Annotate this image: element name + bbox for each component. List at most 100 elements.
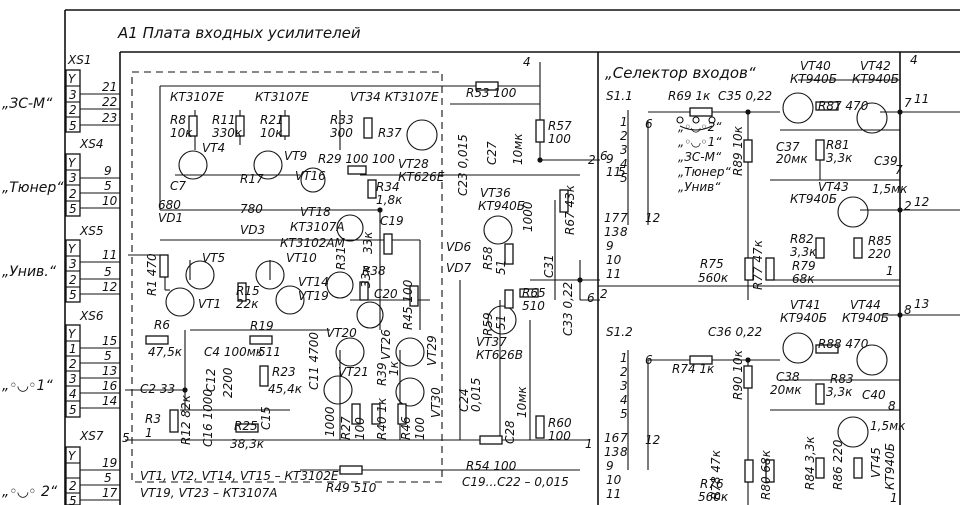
label-c28: C28 (503, 420, 517, 444)
selector-labels: S1.1 S1.2 R69 1к C35 0,22 VT40 КТ940Б VT… (600, 53, 929, 505)
connector-name: XS7 (79, 429, 104, 443)
label-r38: R38 (362, 264, 386, 278)
label-r3: R3 (145, 412, 161, 426)
svg-text:1: 1 (620, 115, 628, 129)
svg-text:13: 13 (604, 445, 619, 459)
svg-text:5: 5 (69, 403, 77, 417)
label-r780: 780 (240, 202, 263, 216)
label-r31: R31 (334, 246, 348, 270)
svg-text:3: 3 (69, 257, 77, 271)
svg-text:45,4к: 45,4к (268, 382, 303, 396)
svg-text:6: 6 (645, 117, 653, 131)
label-c680: 680 (158, 198, 181, 212)
label-vt18: VT18 (300, 205, 331, 219)
svg-text:Y: Y (68, 72, 77, 86)
svg-text:10мк: 10мк (511, 133, 525, 165)
label-kt3102am: КТ3102АМ (280, 236, 346, 250)
svg-text:1000: 1000 (323, 406, 337, 437)
svg-text:8: 8 (620, 445, 628, 459)
label-vd1: VD1 (158, 211, 183, 225)
svg-text:20мк: 20мк (770, 383, 802, 397)
label-c33: C33 0,22 (561, 282, 575, 336)
svg-text:17: 17 (102, 486, 118, 500)
svg-text:8: 8 (888, 399, 896, 413)
label-vt36: VT36 (480, 186, 511, 200)
svg-text:1: 1 (886, 264, 894, 278)
label-vt14: VT14 (298, 275, 329, 289)
label-r1: R1 470 (145, 253, 159, 296)
label-r75: R75 (700, 257, 724, 271)
label-c19-c22: C19...C22 – 0,015 (462, 475, 569, 489)
svg-text:7: 7 (620, 431, 628, 445)
label-r81: R81 (826, 138, 850, 152)
svg-text:0,015: 0,015 (469, 378, 483, 412)
label-c39: C39 (874, 154, 898, 168)
svg-text:7: 7 (904, 96, 912, 110)
label-r25: R25 (234, 419, 258, 433)
svg-text:17: 17 (604, 211, 620, 225)
svg-text:5: 5 (69, 119, 77, 133)
input-label: „◦◡◦ 2“ (2, 484, 58, 500)
connector-name: XS6 (79, 309, 104, 323)
connector-name: XS5 (79, 224, 103, 238)
label-r45: R45 100 (401, 279, 415, 330)
svg-text:5: 5 (104, 265, 112, 279)
svg-text:10мк: 10мк (515, 386, 529, 418)
label-r88: R88 470 (818, 337, 869, 351)
label-c19: C19 (380, 214, 404, 228)
svg-text:16: 16 (102, 379, 118, 393)
label-r80: R80 68к (759, 449, 773, 500)
svg-text:2: 2 (69, 273, 77, 287)
svg-text:1,5мк: 1,5мк (870, 419, 906, 433)
label-c35: C35 0,22 (718, 89, 772, 103)
svg-text:510: 510 (522, 299, 545, 313)
svg-text:8: 8 (620, 225, 628, 239)
svg-text:13: 13 (914, 297, 929, 311)
svg-text:Y: Y (68, 449, 77, 463)
svg-text:330к: 330к (212, 126, 243, 140)
svg-text:14: 14 (102, 394, 117, 408)
svg-text:7: 7 (620, 211, 628, 225)
label-r83: R83 (830, 372, 854, 386)
selector-transistors (782, 92, 888, 448)
svg-text:10: 10 (102, 194, 118, 208)
label-vt16: VT16 (295, 169, 326, 183)
label-kt626e: КТ626Е (398, 170, 445, 184)
label-r82: R82 (790, 232, 814, 246)
label-r12: R12 82к (179, 394, 193, 445)
svg-text:9: 9 (606, 459, 614, 473)
label-r87: R87 470 (818, 99, 869, 113)
label-r39: R39 (375, 362, 389, 386)
label-kt3107e: КТ3107Е (170, 90, 224, 104)
label-vt37: VT37 (476, 335, 507, 349)
label-c38: C38 (776, 370, 800, 384)
label-r29: R29 100 (318, 152, 369, 166)
svg-text:51: 51 (494, 260, 508, 275)
svg-text:КТ940Б: КТ940Б (842, 311, 889, 325)
svg-text:6: 6 (645, 353, 653, 367)
svg-text:9: 9 (606, 152, 614, 166)
svg-text:5: 5 (618, 165, 626, 179)
svg-text:11: 11 (102, 248, 117, 262)
svg-text:19: 19 (102, 456, 117, 470)
svg-text:5: 5 (104, 471, 112, 485)
label-r37: R37 (378, 126, 402, 140)
label-vt1: VT1 (198, 297, 221, 311)
svg-text:2: 2 (600, 287, 608, 301)
connector-name: XS1 (67, 53, 91, 67)
label-r57: R57 (548, 119, 572, 133)
label-r8: R8 (170, 113, 186, 127)
svg-text:560к: 560к (698, 271, 729, 285)
input-label: „◦◡◦1“ (2, 378, 53, 394)
label-c11: C11 4700 (307, 332, 321, 390)
label-c16: C16 1000 (201, 389, 215, 447)
svg-text:2: 2 (620, 129, 628, 143)
transistors (165, 119, 517, 407)
svg-text:15: 15 (102, 334, 117, 348)
svg-text:100: 100 (548, 429, 571, 443)
label-r15: R15 (236, 284, 260, 298)
svg-text:„Унив“: „Унив“ (678, 180, 721, 194)
resistors (145, 81, 569, 475)
label-c1000: 1000 (521, 201, 535, 232)
label-vd3: VD3 (240, 223, 265, 237)
